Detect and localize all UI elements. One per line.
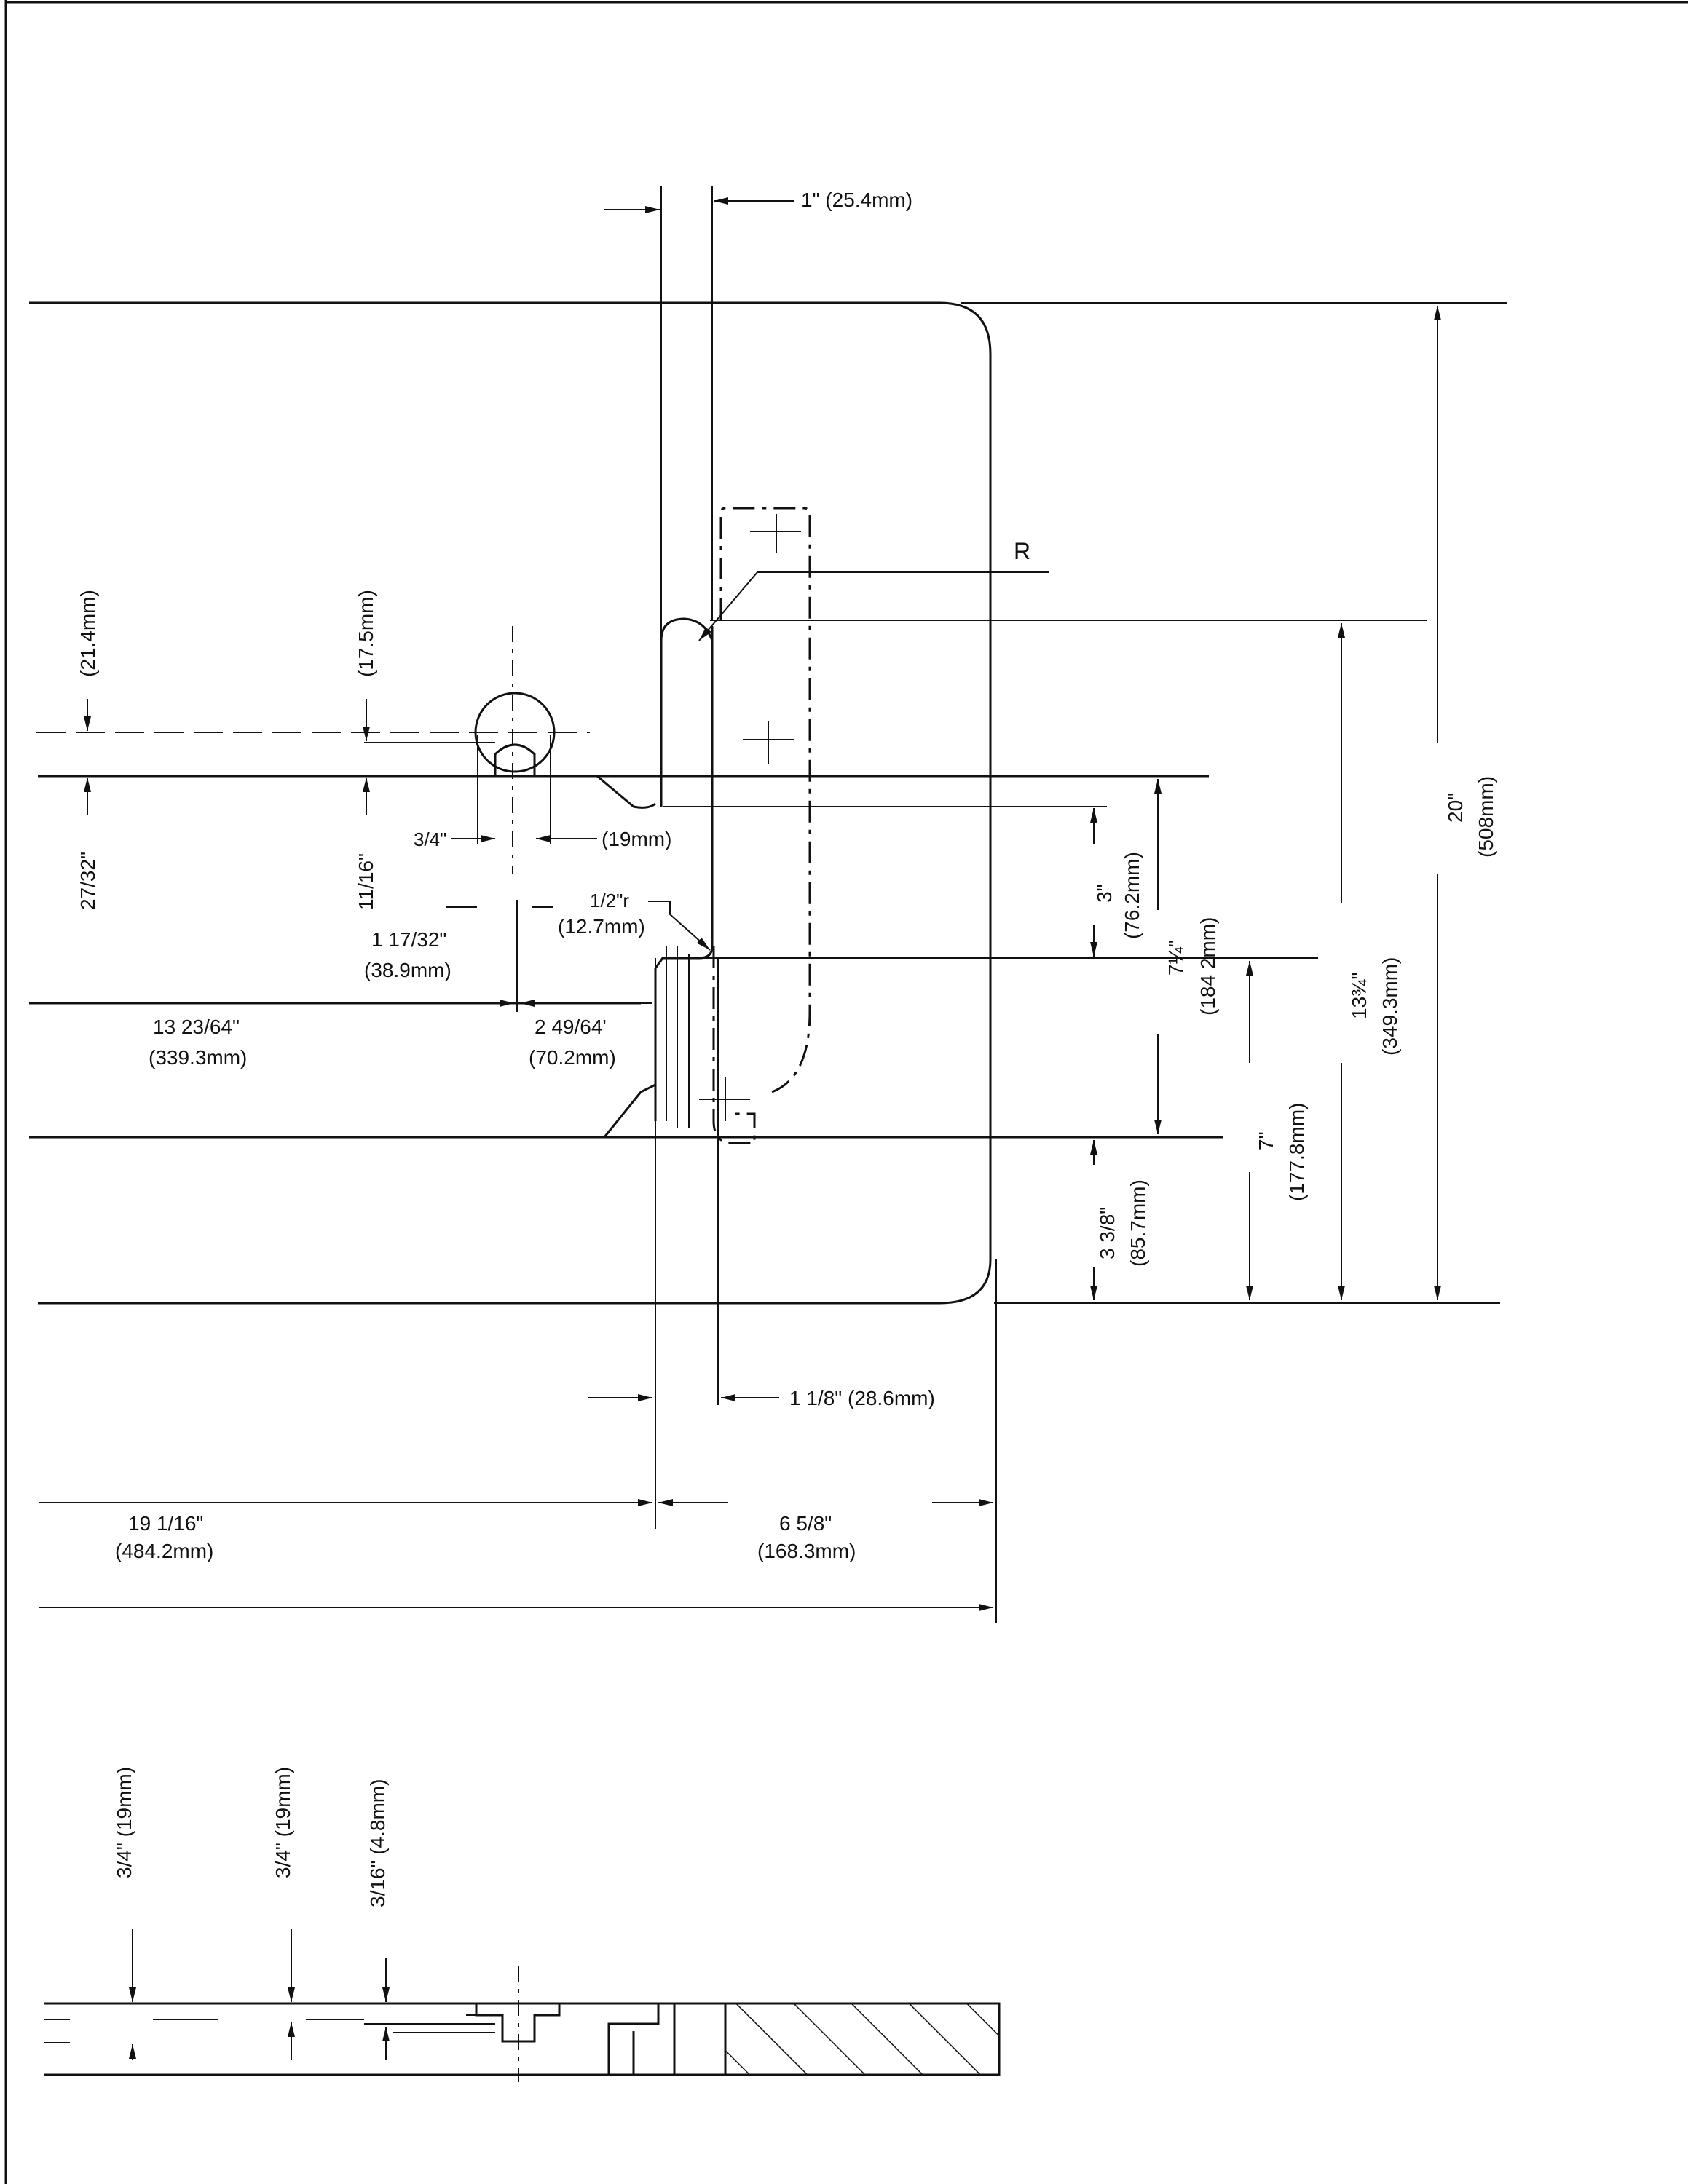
dim-1-17-32-mm: (38.9mm) — [364, 959, 451, 981]
section-thick-b: 3/4" (19mm) — [272, 1767, 294, 1878]
dim-19-1-16-in: 19 1/16" — [128, 1512, 203, 1535]
dim-3-mm: (76.2mm) — [1121, 852, 1143, 939]
dim-6-5-8-in: 6 5/8" — [779, 1512, 832, 1535]
page-border — [4, 0, 1688, 2184]
dim-7in: 7" (177.8mm) — [1246, 961, 1308, 1300]
table-outline — [29, 301, 1318, 1305]
dim-mid-in: 11/16" — [355, 853, 377, 910]
section-thick-a: 3/4" (19mm) — [113, 1767, 135, 1878]
dim-left-mm: (21.4mm) — [76, 590, 99, 677]
dim-13-3-4-in: 13¾" — [1348, 973, 1370, 1019]
radius-leader: R — [698, 538, 1049, 641]
section-thick-c: 3/16" (4.8mm) — [366, 1779, 389, 1907]
dim-7q-in: 7¼" — [1164, 940, 1187, 976]
dim-top-offset-label: 1" (25.4mm) — [801, 189, 912, 211]
dim-slot-width: 3/4" (19mm) — [414, 828, 671, 850]
dim-3in: 3" (76.2mm) — [1090, 808, 1143, 957]
dim-3-in: 3" — [1093, 884, 1116, 903]
dim-half-radius-in: 1/2"r — [590, 890, 629, 911]
dim-half-radius: 1/2"r (12.7mm) — [558, 890, 711, 951]
dim-top-offset: 1" (25.4mm) — [604, 189, 912, 213]
dim-13-3-4-mm: (349.3mm) — [1379, 957, 1401, 1056]
dim-3-3-8-mm: (85.7mm) — [1127, 1179, 1149, 1267]
dim-20-in: 20" — [1444, 793, 1467, 823]
dim-7-in: 7" — [1255, 1131, 1277, 1150]
dim-13-23-64-in: 13 23/64" — [153, 1016, 240, 1038]
dim-7q-mm: (184 2mm) — [1196, 917, 1219, 1016]
dim-3-3-8-in: 3 3/8" — [1096, 1207, 1119, 1259]
dim-left-in: 27/32" — [76, 852, 99, 910]
extension-lines — [36, 186, 1507, 1623]
dim-slot-mm: (19mm) — [602, 828, 671, 850]
dim-mid-mm: (17.5mm) — [355, 590, 377, 677]
dim-13-23-64: 13 23/64" (339.3mm) 2 49/64' (70.2mm) — [36, 1000, 652, 1069]
dim-1-17-32-in: 1 17/32" — [371, 928, 446, 951]
section-view: 3/4" (19mm) 3/4" (19mm) 3/16" (4.8mm) — [44, 1767, 1001, 2082]
knuckle — [474, 626, 556, 874]
dim-1-17-32: 1 17/32" (38.9mm) — [364, 900, 553, 1012]
dim-slot-in: 3/4" — [414, 828, 446, 850]
dim-7-quarter: 7¼" (184 2mm) — [1154, 779, 1219, 1134]
dim-2-49-64-mm: (70.2mm) — [529, 1046, 616, 1069]
dim-bottom-offset: 1 1/8" (28.6mm) — [588, 1387, 935, 1409]
dim-19-1-16-mm: (484.2mm) — [115, 1540, 213, 1562]
dim-20-mm: (508mm) — [1475, 776, 1497, 858]
dim-half-radius-mm: (12.7mm) — [558, 915, 645, 938]
radius-label: R — [1014, 538, 1030, 564]
hinge-leaf — [654, 507, 811, 1144]
dim-19-1-16: 19 1/16" (484.2mm) 6 5/8" (168.3mm) — [39, 1499, 993, 1611]
dim-3-3-8: 3 3/8" (85.7mm) — [1090, 1140, 1149, 1300]
dim-bottom-offset-label: 1 1/8" (28.6mm) — [789, 1387, 935, 1409]
dim-13-23-64-mm: (339.3mm) — [149, 1046, 247, 1069]
dim-2-49-64-in: 2 49/64' — [535, 1016, 607, 1038]
dim-20in: 20" (508mm) — [1434, 306, 1497, 1300]
dim-left-thickness: (21.4mm) 27/32" — [76, 590, 99, 910]
dim-6-5-8-mm: (168.3mm) — [757, 1540, 856, 1562]
dim-7-mm: (177.8mm) — [1285, 1103, 1308, 1201]
dim-mid-thickness: (17.5mm) 11/16" — [355, 590, 377, 910]
center-marks — [699, 514, 801, 1121]
dim-13-3-4: 13¾" (349.3mm) — [1338, 623, 1401, 1300]
